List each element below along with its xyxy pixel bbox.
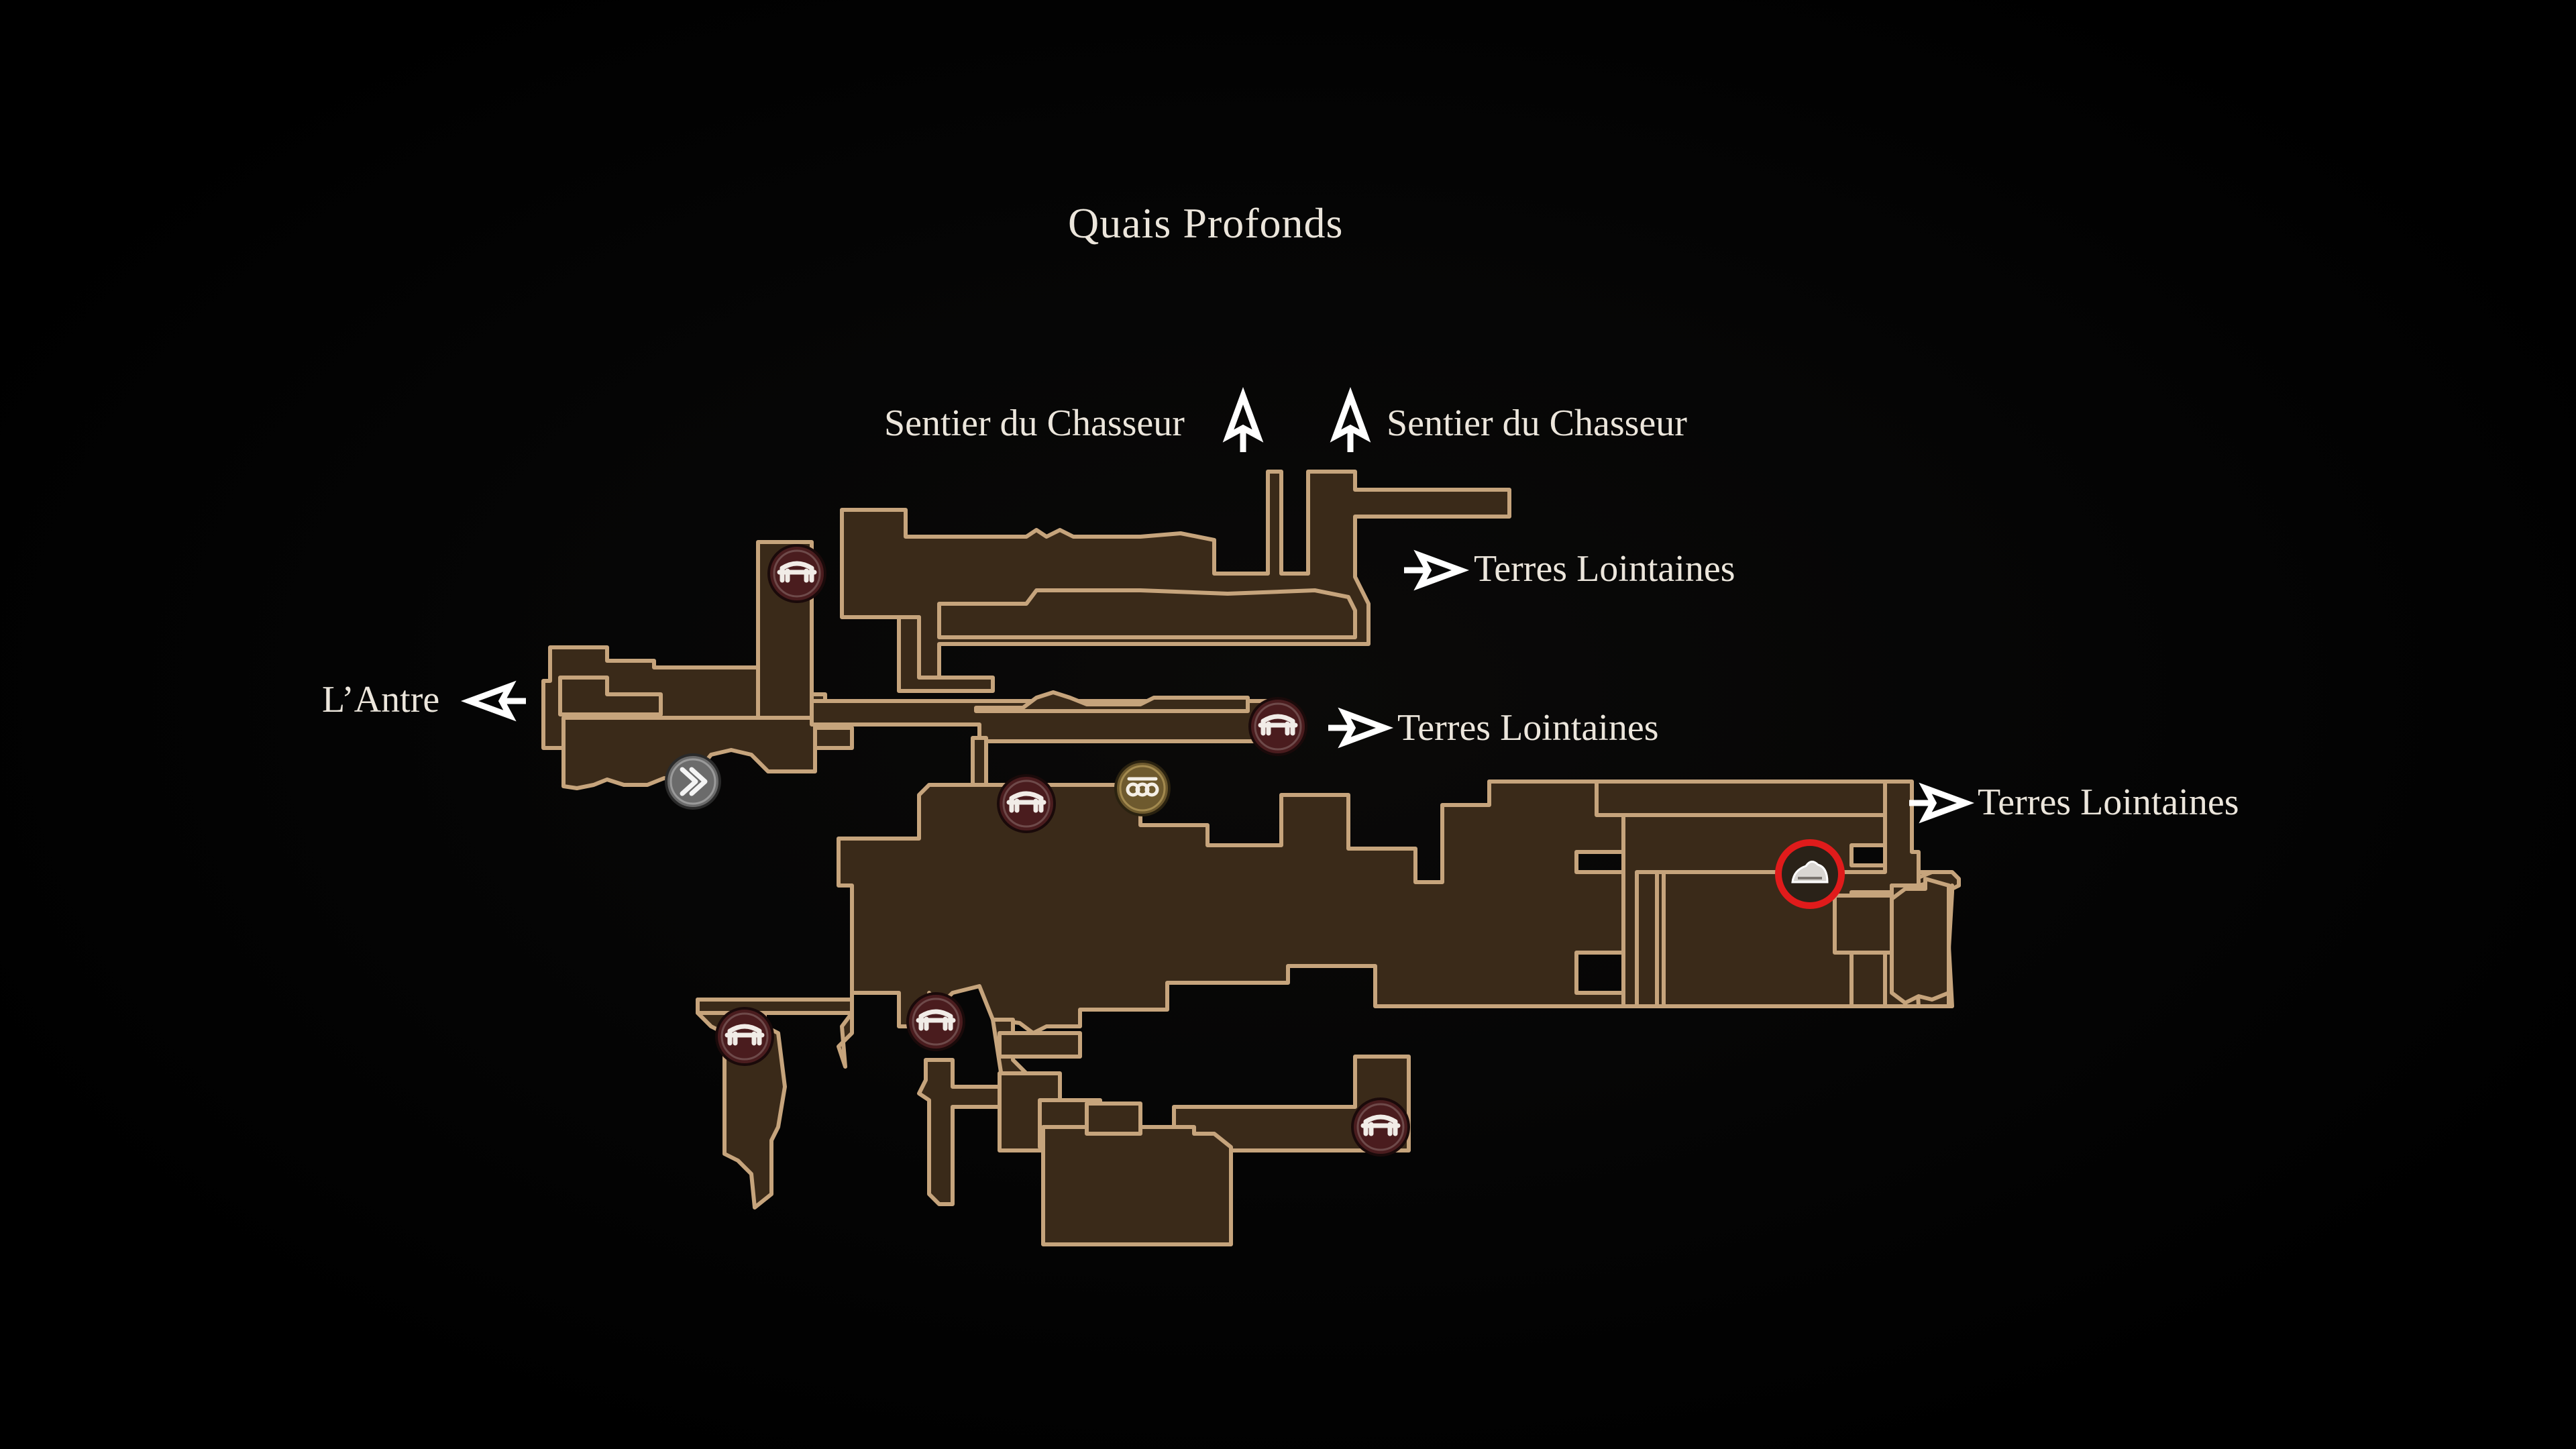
exit-label-terres-right: Terres Lointaines [1978,782,2239,823]
bench-icon[interactable] [715,1007,774,1066]
bench-icon[interactable] [1248,697,1307,756]
map-room [696,998,854,1015]
map-room [840,470,1511,680]
map-room [937,588,1357,639]
exit-label-sentier-left: Sentier du Chasseur [884,402,1185,444]
exit-label-terres-middle: Terres Lointaines [1397,707,1659,749]
vendor-icon[interactable] [1114,760,1171,816]
map-room [974,690,1250,713]
bench-icon[interactable] [997,774,1056,833]
bench-icon[interactable] [1351,1097,1410,1157]
map-room [558,676,663,716]
exit-arrow-icon[interactable] [1404,549,1470,591]
exit-label-terres-upper: Terres Lointaines [1474,548,1735,590]
exit-label-antre: L’Antre [322,679,440,720]
map-room [1890,877,1951,1005]
exit-arrow-icon[interactable] [1909,782,1975,824]
map-room [1085,1102,1142,1136]
bench-markers [715,544,1410,1157]
area-title: Quais Profonds [1068,199,1344,247]
map-rooms [541,470,1961,1246]
exit-arrow-icon[interactable] [1328,707,1394,749]
exit-arrow-icon[interactable] [1330,386,1371,452]
bench-icon[interactable] [767,544,826,603]
exit-markers [460,386,1975,824]
exit-arrow-icon[interactable] [1222,386,1264,452]
bench-icon[interactable] [906,992,965,1051]
exit-arrow-icon[interactable] [460,680,526,722]
map-room [998,1031,1082,1059]
exit-label-sentier-right: Sentier du Chasseur [1387,402,1687,444]
fast-travel-icon[interactable] [665,753,721,810]
map-room [971,736,988,787]
map-room [837,780,1625,1069]
player-marker-icon[interactable] [1775,839,1845,909]
map-room [1595,780,1887,817]
map-room [897,615,995,693]
map-room [1041,1125,1233,1246]
map-room [917,1058,1002,1206]
